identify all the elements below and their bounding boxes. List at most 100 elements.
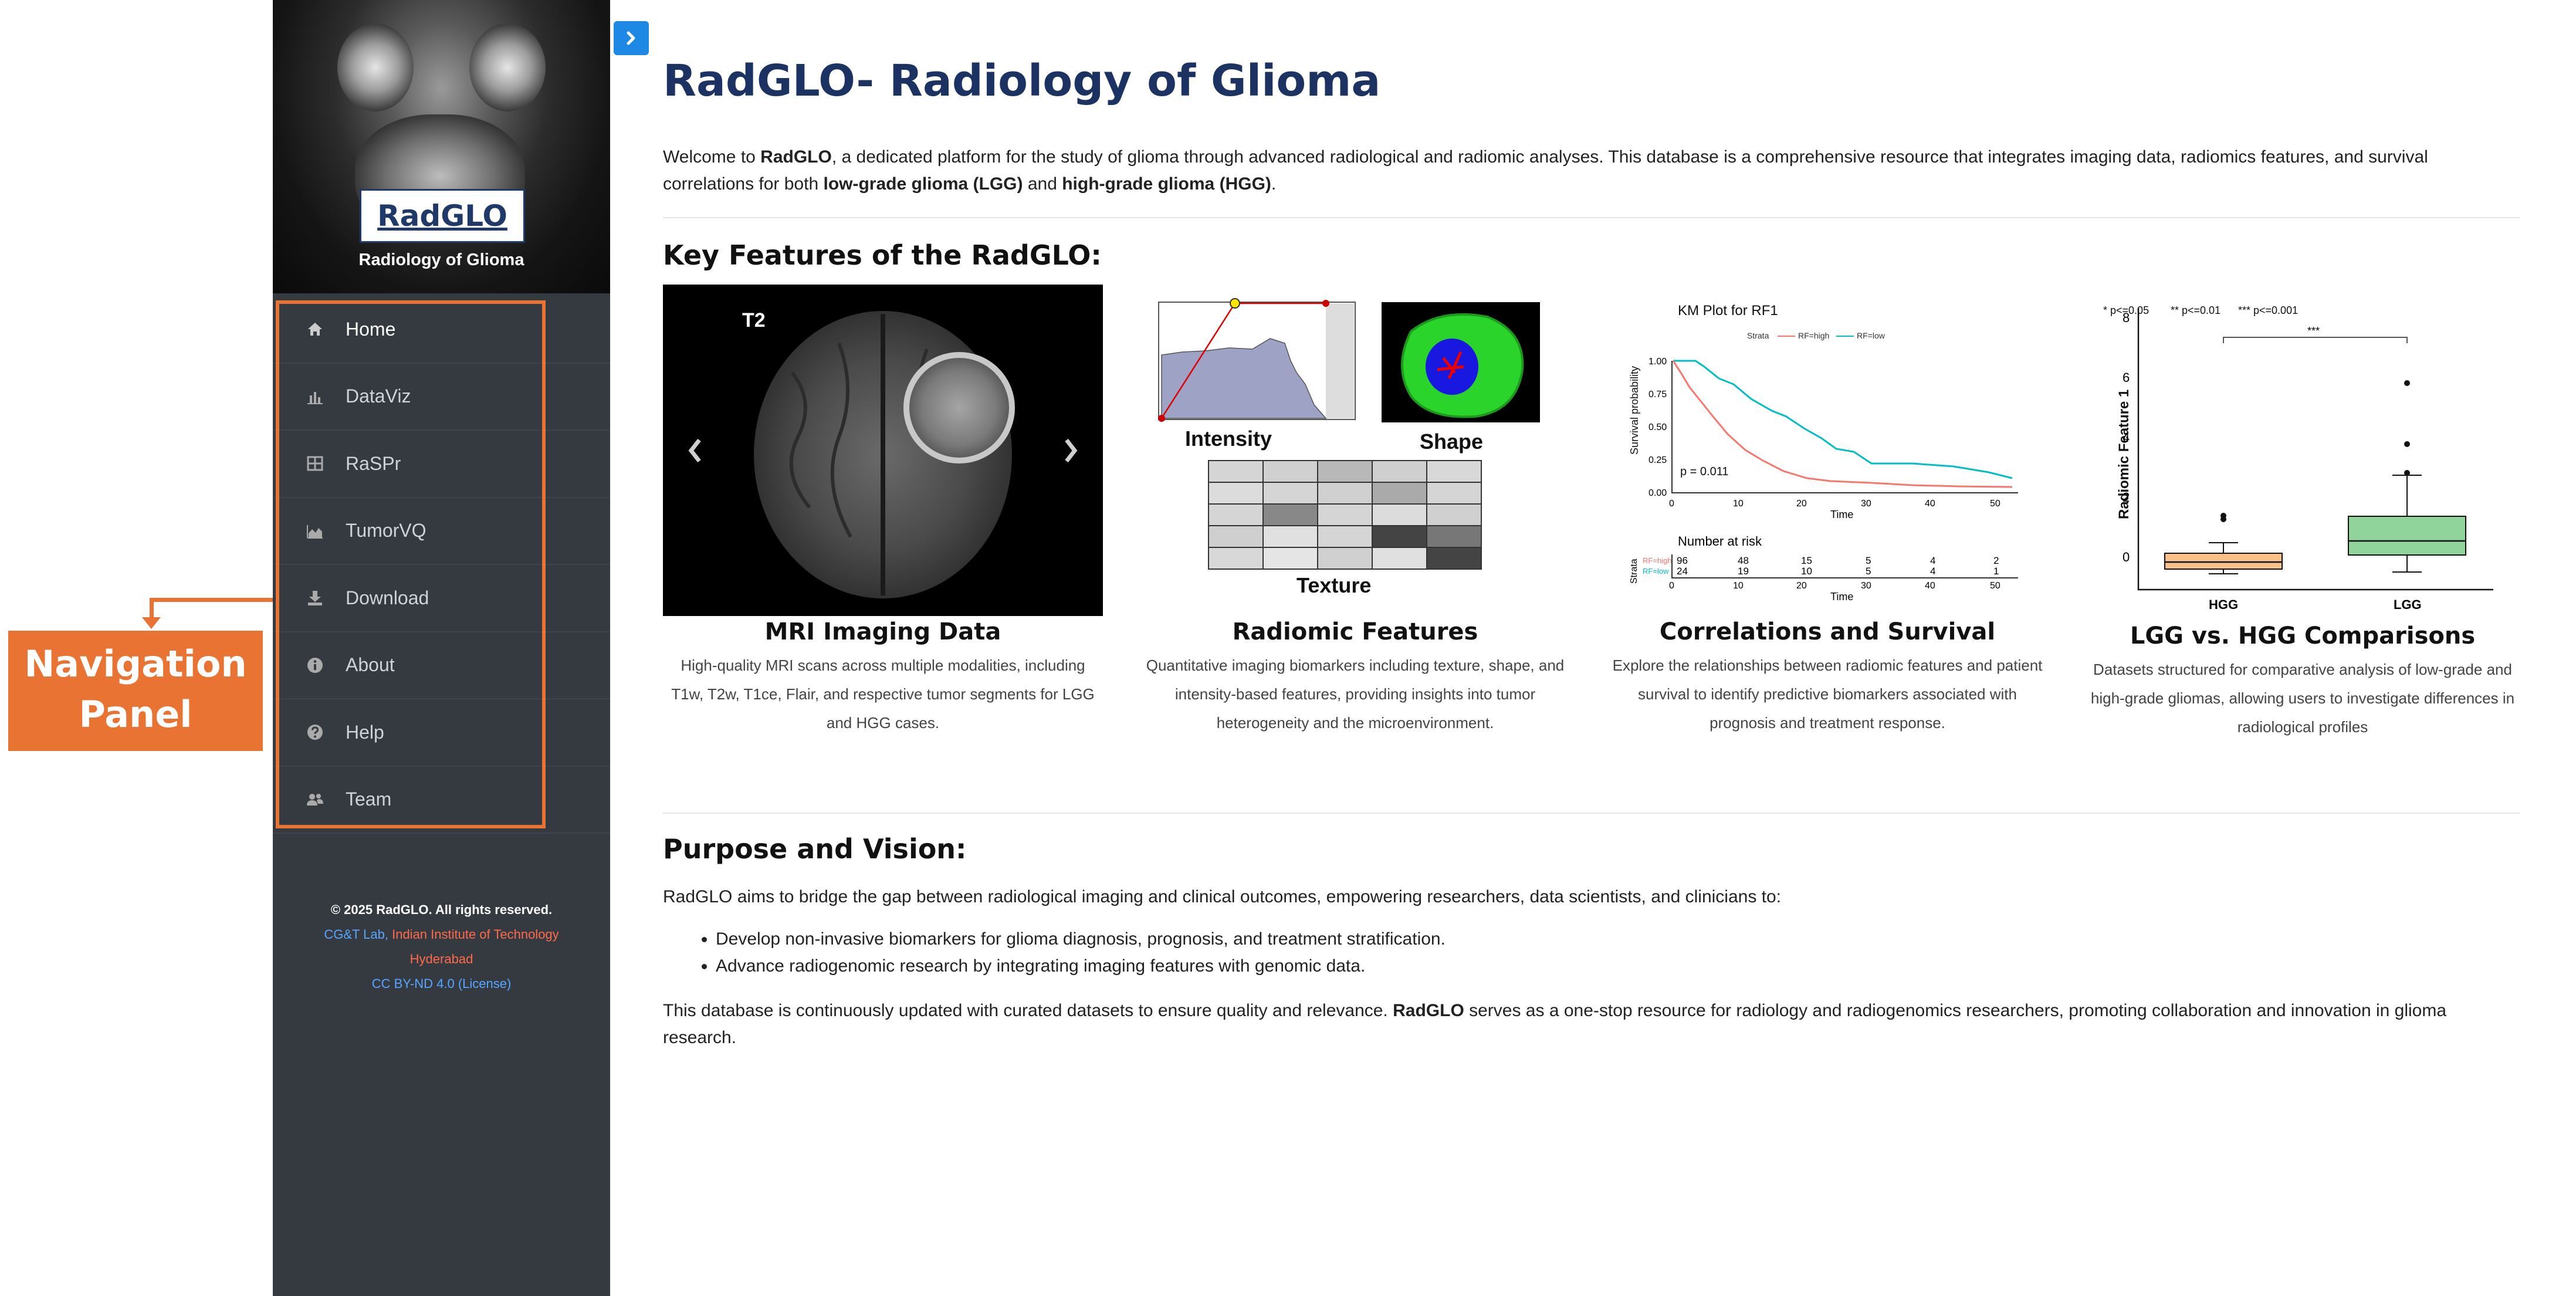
lab-link[interactable]: CG&T Lab, <box>324 927 388 942</box>
sidebar-item-label: Download <box>346 587 429 608</box>
km-ytick: 0.50 <box>1648 422 1667 432</box>
carousel-prev-icon[interactable] <box>688 438 701 463</box>
area-chart-icon <box>307 525 323 539</box>
mri-background-image <box>337 23 414 111</box>
km-risk-value: 4 <box>1930 566 1935 577</box>
km-risk-value: 96 <box>1677 555 1688 566</box>
home-icon <box>308 323 322 336</box>
km-xtick: 50 <box>1990 581 2000 591</box>
km-xlabel: Time <box>1830 509 1853 520</box>
card-title: Radiomic Features <box>1232 618 1478 645</box>
km-risk-value: 1 <box>1993 566 1999 577</box>
sidebar-item-label: TumorVQ <box>346 520 426 542</box>
box-ylabel: Radiomic Feature 1 <box>2116 390 2132 519</box>
sidebar-item-help[interactable]: Help <box>273 699 610 767</box>
list-item: Develop non-invasive biomarkers for glio… <box>716 926 1446 953</box>
sidebar-toggle-button[interactable] <box>614 21 649 55</box>
km-risk-value: 48 <box>1738 555 1749 566</box>
download-icon <box>308 591 322 606</box>
intro-bold: high-grade glioma (HGG) <box>1062 174 1271 194</box>
closing-text: This database is continuously updated wi… <box>663 1001 1393 1020</box>
license-link[interactable]: CC BY-ND 4.0 (License) <box>371 976 512 991</box>
annotation-label-line2: Panel <box>79 693 192 736</box>
sig-legend: *** p<=0.001 <box>2238 304 2298 316</box>
km-legend-low: RF=low <box>1857 331 1886 340</box>
sidebar-item-about[interactable]: About <box>273 632 610 699</box>
intro-text: . <box>1271 174 1277 194</box>
card-description: High-quality MRI scans across multiple m… <box>671 657 1095 732</box>
logo-subtitle: Radiology of Glioma <box>358 251 524 269</box>
km-risk-value: 15 <box>1801 555 1812 566</box>
sidebar-item-label: Home <box>346 318 396 340</box>
institute-link[interactable]: Indian Institute of Technology <box>392 927 559 942</box>
carousel-next-icon[interactable] <box>1065 438 1078 463</box>
km-row-high: RF=high <box>1643 556 1672 565</box>
km-risk-title: Number at risk <box>1678 534 1762 549</box>
km-pvalue: p = 0.011 <box>1680 465 1728 478</box>
box-ytick: 2 <box>2123 490 2130 505</box>
closing-bold: RadGLO <box>1393 1001 1464 1020</box>
feature-card-mri: T2 MRI Imaging Data High-quality MRI sca… <box>663 285 1103 737</box>
feature-card-survival: KM Plot for RF1 Strata RF=high RF=low Su… <box>1607 285 2047 737</box>
km-xtick: 40 <box>1925 581 1935 591</box>
card-description: Quantitative imaging biomarkers includin… <box>1146 657 1565 732</box>
sidebar-item-label: Help <box>346 721 384 743</box>
mri-image: T2 <box>663 285 1103 616</box>
sig-bracket-label: *** <box>2307 325 2320 337</box>
divider <box>663 217 2520 218</box>
sidebar-item-label: Team <box>346 789 392 810</box>
sidebar-item-team[interactable]: Team <box>273 767 610 834</box>
km-risk-value: 5 <box>1866 555 1871 566</box>
km-xtick: 30 <box>1861 499 1871 509</box>
box-xtick: LGG <box>2394 597 2422 612</box>
km-risk-value: 2 <box>1993 555 1999 566</box>
intro-bold: low-grade glioma (LGG) <box>823 174 1023 194</box>
sig-legend: * p<=0.05 <box>2103 304 2149 316</box>
purpose-list: Develop non-invasive biomarkers for glio… <box>716 926 1446 980</box>
km-strata-label: Strata <box>1629 559 1639 584</box>
feature-card-comparison: * p<=0.05 ** p<=0.01 *** p<=0.001 Radiom… <box>2083 285 2523 742</box>
sidebar-item-dataviz[interactable]: DataViz <box>273 364 610 431</box>
sidebar-item-label: RaSPr <box>346 452 401 474</box>
chevron-right-icon <box>627 31 635 45</box>
annotation-highlight-frame <box>276 300 546 828</box>
sidebar-item-download[interactable]: Download <box>273 565 610 632</box>
km-legend-title: Strata <box>1747 331 1769 340</box>
logo-text[interactable]: RadGLO <box>377 199 507 233</box>
sidebar-item-raspr[interactable]: RaSPr <box>273 431 610 498</box>
feature-card-radiomic: Intensity Shape Texture Radiomic Feature… <box>1135 285 1575 737</box>
bar-chart-icon <box>307 391 323 404</box>
box-lgg <box>2348 380 2466 573</box>
copyright-text: © 2025 RadGLO. All rights reserved. <box>330 902 553 917</box>
km-risk-value: 19 <box>1738 566 1749 577</box>
km-ytick: 0.75 <box>1648 390 1667 400</box>
box-xtick: HGG <box>2209 597 2238 612</box>
sidebar: RadGLO Radiology of Glioma Home DataViz … <box>273 0 610 1296</box>
institute-city[interactable]: Hyderabad <box>409 952 473 966</box>
intro-text: and <box>1023 174 1062 194</box>
annotation-arrow-icon <box>142 617 161 629</box>
km-row-low: RF=low <box>1643 567 1669 576</box>
box-ytick: 8 <box>2123 310 2130 325</box>
km-xtick: 50 <box>1990 499 2000 509</box>
box-plot: * p<=0.05 ** p<=0.01 *** p<=0.001 Radiom… <box>2083 285 2523 625</box>
box-ytick: 0 <box>2123 550 2130 564</box>
sidebar-footer: © 2025 RadGLO. All rights reserved. CG&T… <box>273 898 610 996</box>
closing-paragraph: This database is continuously updated wi… <box>663 997 2517 1051</box>
sidebar-item-home[interactable]: Home <box>273 296 610 364</box>
intro-text: Welcome to <box>663 147 761 167</box>
km-risk-xlabel: Time <box>1830 591 1853 603</box>
intro-bold: RadGLO <box>760 147 832 167</box>
sidebar-item-tumorvq[interactable]: TumorVQ <box>273 498 610 565</box>
shape-label: Shape <box>1420 429 1483 454</box>
sig-legend: ** p<=0.01 <box>2171 304 2220 316</box>
km-risk-value: 5 <box>1866 566 1871 577</box>
card-description: Explore the relationships between radiom… <box>1612 657 2043 732</box>
logo[interactable]: RadGLO <box>360 189 525 243</box>
question-icon <box>307 725 323 740</box>
km-title: KM Plot for RF1 <box>1678 303 1778 319</box>
page-title: RadGLO- Radiology of Glioma <box>663 56 1381 106</box>
features-heading: Key Features of the RadGLO: <box>663 239 1102 271</box>
users-icon <box>307 793 323 806</box>
intensity-label: Intensity <box>1185 427 1272 451</box>
